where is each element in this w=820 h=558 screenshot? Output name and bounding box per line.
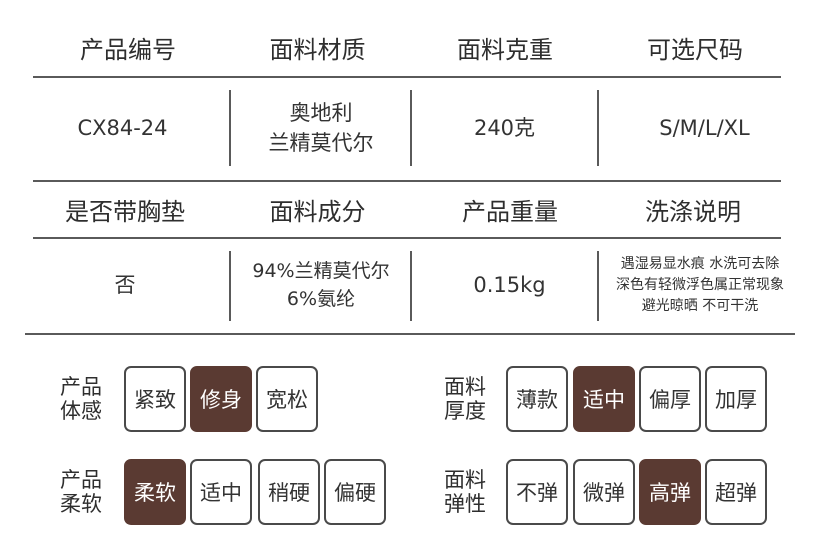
header-wash-instructions: 洗涤说明 [645, 197, 741, 226]
option-fit-tight[interactable]: 紧致 [124, 366, 186, 432]
table-divider-3 [33, 237, 781, 239]
composition-line-2: 6%氨纶 [286, 288, 356, 310]
header-product-code: 产品编号 [80, 35, 176, 64]
header-product-weight: 产品重量 [462, 197, 558, 226]
label-fit: 产品 体感 [56, 375, 106, 423]
elasticity-label-line-1: 面料 [444, 468, 486, 492]
label-thickness: 面料 厚度 [440, 375, 490, 423]
option-elasticity-none[interactable]: 不弹 [506, 459, 568, 525]
value-fabric-weight: 240克 [412, 95, 597, 161]
elasticity-label-line-2: 弹性 [444, 492, 486, 516]
value-product-code: CX84-24 [25, 95, 220, 161]
option-thickness-thin[interactable]: 薄款 [506, 366, 568, 432]
label-softness: 产品 柔软 [56, 468, 106, 516]
option-thickness-extra-thick[interactable]: 加厚 [705, 366, 767, 432]
softness-label-line-1: 产品 [60, 468, 102, 492]
material-line-2: 兰精莫代尔 [268, 131, 374, 155]
fit-label-line-2: 体感 [60, 399, 102, 423]
label-elasticity: 面料 弹性 [440, 468, 490, 516]
thickness-label-line-1: 面料 [444, 375, 486, 399]
option-elasticity-super[interactable]: 超弹 [705, 459, 767, 525]
header-sizes: 可选尺码 [647, 35, 743, 64]
wash-line-1: 遇湿易显水痕 水洗可去除 [620, 255, 780, 272]
value-fabric-composition: 94%兰精莫代尔 6%氨纶 [232, 252, 410, 318]
option-thickness-medium[interactable]: 适中 [573, 366, 635, 432]
fit-label-line-1: 产品 [60, 375, 102, 399]
material-line-1: 奥地利 [289, 101, 353, 125]
wash-line-3: 避光晾晒 不可干洗 [641, 297, 759, 314]
chest-pad-text: 否 [114, 273, 136, 297]
column-divider [597, 90, 599, 166]
fabric-weight-text: 240克 [473, 116, 536, 140]
column-divider [229, 251, 231, 321]
product-code-text: CX84-24 [77, 116, 168, 140]
header-fabric-composition: 面料成分 [269, 197, 366, 226]
value-wash-instructions: 遇湿易显水痕 水洗可去除 深色有轻微浮色属正常现象 避光晾晒 不可干洗 [600, 252, 800, 318]
column-divider [229, 90, 231, 166]
product-weight-text: 0.15kg [473, 273, 546, 297]
option-softness-soft[interactable]: 柔软 [124, 459, 186, 525]
option-elasticity-slight[interactable]: 微弹 [573, 459, 635, 525]
table-divider-2 [33, 180, 781, 182]
composition-line-1: 94%兰精莫代尔 [252, 260, 390, 282]
option-fit-slim[interactable]: 修身 [190, 366, 252, 432]
sizes-text: S/M/L/XL [659, 116, 750, 140]
value-fabric-material: 奥地利 兰精莫代尔 [232, 95, 410, 161]
table-divider-4 [25, 333, 795, 335]
header-fabric-weight: 面料克重 [457, 35, 553, 64]
value-chest-pad: 否 [25, 250, 225, 320]
option-thickness-thick[interactable]: 偏厚 [639, 366, 701, 432]
column-divider [410, 251, 412, 321]
column-divider [410, 90, 412, 166]
option-fit-loose[interactable]: 宽松 [256, 366, 318, 432]
table-divider-1 [33, 76, 781, 78]
value-sizes: S/M/L/XL [612, 95, 797, 161]
value-product-weight: 0.15kg [412, 250, 607, 320]
option-softness-hard[interactable]: 偏硬 [324, 459, 386, 525]
header-fabric-material: 面料材质 [269, 35, 366, 64]
wash-line-2: 深色有轻微浮色属正常现象 [616, 276, 784, 293]
softness-label-line-2: 柔软 [60, 492, 102, 516]
column-divider [597, 251, 599, 321]
header-chest-pad: 是否带胸垫 [65, 197, 185, 226]
option-elasticity-high[interactable]: 高弹 [639, 459, 701, 525]
option-softness-slightly-hard[interactable]: 稍硬 [258, 459, 320, 525]
thickness-label-line-2: 厚度 [444, 399, 486, 423]
option-softness-medium[interactable]: 适中 [190, 459, 252, 525]
